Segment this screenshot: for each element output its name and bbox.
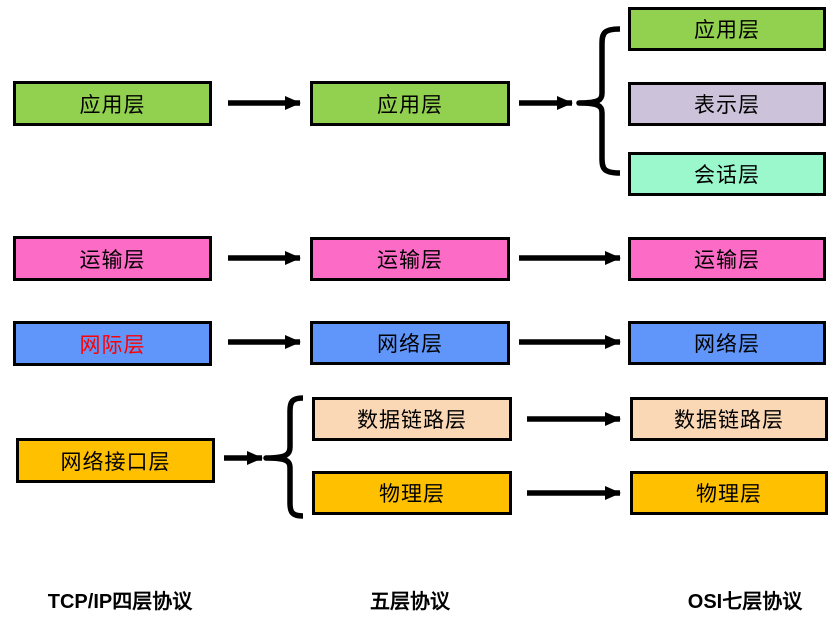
osi-network-layer-box: 网络层 bbox=[628, 321, 826, 365]
tcpip-transport-layer-label: 运输层 bbox=[79, 247, 146, 272]
tcpip-application-layer-box: 应用层 bbox=[13, 81, 212, 126]
five-column-title: 五层协议 bbox=[370, 591, 450, 613]
osi-presentation-layer-box: 表示层 bbox=[628, 82, 826, 126]
osi-datalink-layer-box: 数据链路层 bbox=[630, 397, 828, 441]
five-transport-layer-box: 运输层 bbox=[310, 237, 510, 281]
five-network-layer-label: 网络层 bbox=[377, 332, 443, 356]
osi-application-layer-label: 应用层 bbox=[694, 18, 760, 42]
tcpip-internet-layer-box: 网际层 bbox=[13, 321, 212, 366]
five-datalink-layer-box: 数据链路层 bbox=[312, 397, 512, 441]
osi-application-layer-box: 应用层 bbox=[628, 7, 826, 51]
osi-session-layer-box: 会话层 bbox=[628, 152, 826, 196]
five-transport-layer-label: 运输层 bbox=[377, 248, 443, 272]
brace-five-lower-layers bbox=[263, 395, 304, 519]
osi-datalink-layer-label: 数据链路层 bbox=[674, 408, 784, 432]
tcpip-network-interface-layer-label: 网络接口层 bbox=[60, 449, 171, 474]
osi-column-title: OSI七层协议 bbox=[687, 591, 803, 613]
osi-session-layer-label: 会话层 bbox=[694, 163, 760, 187]
five-datalink-layer-label: 数据链路层 bbox=[357, 408, 467, 432]
tcpip-column-title: TCP/IP四层协议 bbox=[47, 591, 193, 613]
five-network-layer-box: 网络层 bbox=[310, 321, 510, 365]
tcpip-internet-layer-label: 网际层 bbox=[79, 332, 146, 357]
osi-transport-layer-label: 运输层 bbox=[694, 248, 760, 272]
five-application-layer-label: 应用层 bbox=[377, 92, 443, 117]
five-physical-layer-box: 物理层 bbox=[312, 471, 512, 515]
tcpip-application-layer-label: 应用层 bbox=[79, 92, 146, 117]
tcpip-network-interface-layer-box: 网络接口层 bbox=[16, 438, 215, 483]
tcpip-transport-layer-box: 运输层 bbox=[13, 236, 212, 281]
osi-physical-layer-label: 物理层 bbox=[696, 482, 762, 506]
five-physical-layer-label: 物理层 bbox=[379, 482, 445, 506]
osi-network-layer-label: 网络层 bbox=[694, 332, 760, 356]
osi-presentation-layer-label: 表示层 bbox=[694, 93, 760, 117]
osi-physical-layer-box: 物理层 bbox=[630, 471, 828, 515]
brace-osi-upper-layers bbox=[576, 26, 621, 176]
osi-transport-layer-box: 运输层 bbox=[628, 237, 826, 281]
five-application-layer-box: 应用层 bbox=[310, 81, 510, 126]
